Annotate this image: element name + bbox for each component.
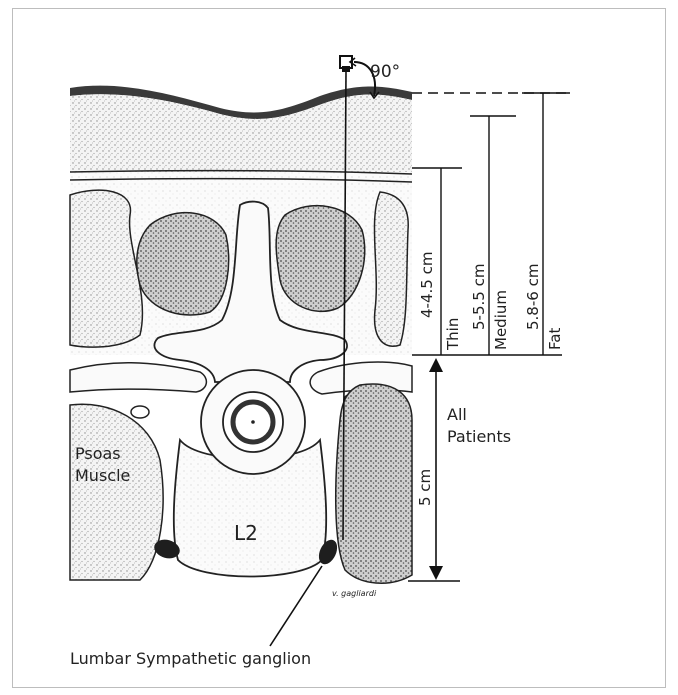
spinal-canal: [201, 370, 305, 474]
paraspinal-muscle-right: [276, 206, 365, 312]
vertebral-arch: [137, 202, 365, 382]
angle-label: 90°: [370, 62, 400, 82]
vertebra-label: L2: [234, 521, 258, 545]
all-patients-measure-label: 5 cm: [416, 469, 434, 506]
ganglion-caption: Lumbar Sympathetic ganglion: [70, 649, 311, 668]
psoas-muscle-left: [70, 404, 163, 580]
ganglion-pointer: [270, 566, 322, 646]
thin-group-label: Thin: [444, 318, 462, 351]
medium-measure-label: 5-5.5 cm: [470, 264, 488, 330]
thin-measure-label: 4-4.5 cm: [418, 252, 436, 318]
psoas-muscle-right: [336, 384, 412, 583]
fat-group-label: Fat: [546, 328, 564, 350]
psoas-label-line2: Muscle: [75, 466, 130, 485]
fat-measure-label: 5.8-6 cm: [524, 264, 542, 330]
all-patients-label-line2: Patients: [447, 427, 511, 446]
medium-group-label: Medium: [492, 290, 510, 350]
psoas-label-line1: Psoas: [75, 444, 121, 463]
signature: v. gagliardi: [332, 589, 377, 598]
all-patients-label-line1: All: [447, 405, 467, 424]
paraspinal-muscle-left: [137, 213, 229, 315]
